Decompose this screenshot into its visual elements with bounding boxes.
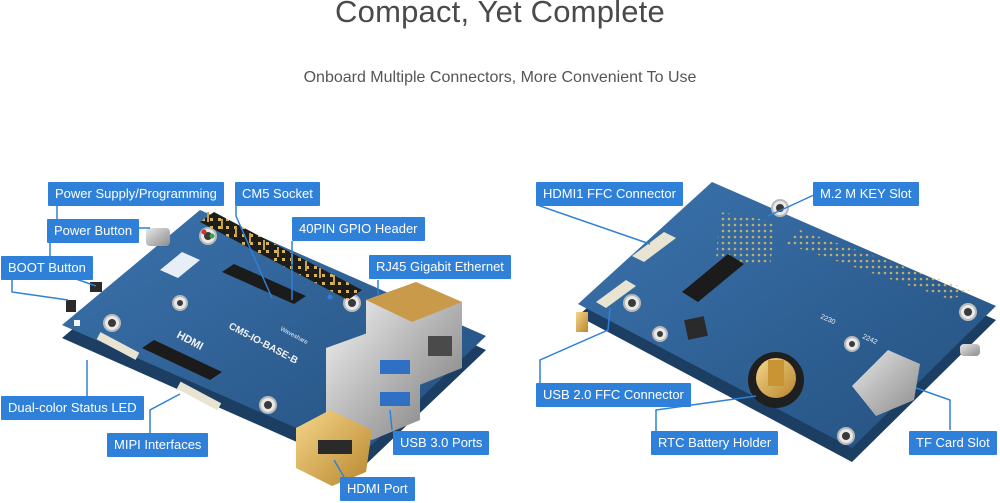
front-usb-c <box>146 228 170 246</box>
label-hdmi1-ffc-connector: HDMI1 FFC Connector <box>536 182 683 206</box>
label-rtc-battery-holder: RTC Battery Holder <box>651 431 779 455</box>
page-subtitle: Onboard Multiple Connectors, More Conven… <box>303 69 697 86</box>
cm5-socket-upper <box>222 264 306 304</box>
gpio-header <box>200 212 362 300</box>
label-power-supply-programming: Power Supply/Programming <box>48 182 224 206</box>
front-power-button <box>90 282 102 292</box>
label-usb-2-0-ffc-connector: USB 2.0 FFC Connector <box>536 383 691 407</box>
label-40pin-gpio-header: 40PIN GPIO Header <box>292 217 425 241</box>
label-m2-m-key-slot: M.2 M KEY Slot <box>813 182 919 206</box>
label-dual-color-status-led: Dual-color Status LED <box>1 396 144 420</box>
label-cm5-socket: CM5 Socket <box>235 182 320 206</box>
usb3-stack <box>326 330 420 440</box>
usb2-ffc <box>596 280 636 308</box>
hdmi1-ffc <box>632 232 676 262</box>
back-usb-c <box>960 344 980 356</box>
rtc-battery-holder <box>748 352 804 408</box>
page-title: Compact, Yet Complete <box>335 0 665 29</box>
label-rj45-gigabit-ethernet: RJ45 Gigabit Ethernet <box>369 255 511 279</box>
front-status-led <box>74 320 80 326</box>
board-back: 2230 2242 <box>576 182 996 462</box>
label-usb-3-0-ports: USB 3.0 Ports <box>393 431 490 455</box>
tf-card-slot <box>852 350 920 416</box>
label-power-button: Power Button <box>47 219 140 243</box>
board-front: HDMI CM5-IO-BASE-B Waveshare <box>62 210 486 486</box>
front-mipi-ffc-1 <box>96 332 140 360</box>
back-small-chip <box>684 316 708 340</box>
front-mipi-ffc-2 <box>176 381 222 411</box>
label-mipi-interfaces: MIPI Interfaces <box>107 433 209 457</box>
front-boot-button <box>66 300 76 312</box>
m2-slot <box>682 254 744 302</box>
label-hdmi-port: HDMI Port <box>340 477 415 501</box>
back-pcb-surface <box>578 182 996 448</box>
cm5-socket-lower <box>142 340 222 380</box>
label-tf-card-slot: TF Card Slot <box>909 431 997 455</box>
label-boot-button: BOOT Button <box>1 256 93 280</box>
